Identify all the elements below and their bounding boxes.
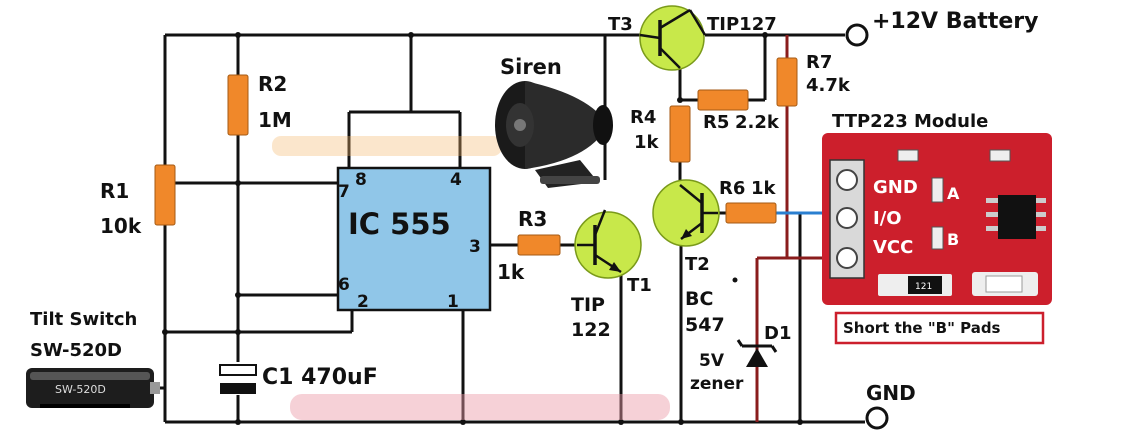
module-pin-vcc: VCC — [873, 237, 913, 258]
t3-part: TIP127 — [707, 14, 777, 35]
t2-part-line2: 547 — [685, 314, 725, 336]
r1-body — [154, 164, 176, 226]
tilt-switch-model: SW-520D — [30, 340, 122, 361]
t1-ref: T1 — [627, 275, 652, 296]
ttp223-module — [822, 133, 1052, 305]
d1-desc-line2: zener — [690, 374, 744, 394]
t2-ref: T2 — [685, 254, 710, 275]
gnd-terminal[interactable] — [865, 406, 889, 430]
ic-pin-3: 3 — [469, 237, 481, 257]
note-box — [834, 311, 1045, 345]
r5-value: 2.2k — [735, 112, 780, 133]
c1-capacitor — [219, 364, 257, 394]
d1-zener — [736, 339, 778, 367]
module-pin-io: I/O — [873, 208, 902, 229]
module-pad-b: B — [947, 230, 959, 249]
junctions — [162, 32, 803, 425]
gnd-label: GND — [866, 381, 916, 405]
r2-body — [227, 74, 249, 136]
r1-value: 10k — [100, 214, 142, 238]
resistors — [154, 57, 798, 256]
c1-label: C1 470uF — [262, 365, 378, 390]
wires — [153, 33, 865, 424]
ic-555-body — [336, 166, 492, 312]
r6-body — [725, 202, 777, 224]
r7-ref: R7 — [806, 52, 832, 73]
t3-transistor — [639, 5, 707, 71]
r2-value: 1M — [258, 108, 292, 132]
t2-part-line1: BC — [685, 288, 713, 310]
d1-desc-line1: 5V — [699, 351, 725, 371]
t1-transistor — [574, 209, 642, 279]
r5-ref: R5 — [703, 112, 729, 133]
r3-body — [517, 234, 561, 256]
r4-ref: R4 — [630, 107, 656, 128]
module-pin-gnd: GND — [873, 177, 918, 198]
ic-pin-6: 6 — [338, 275, 350, 295]
r6-value: 1k — [751, 178, 777, 199]
r7-body — [776, 57, 798, 107]
t2-transistor — [652, 179, 720, 247]
battery-label: +12V Battery — [872, 9, 1039, 34]
ic-555-name: IC 555 — [348, 207, 451, 241]
t3-ref: T3 — [608, 14, 633, 35]
siren-icon — [495, 81, 613, 188]
battery-terminal[interactable] — [845, 23, 869, 47]
r4-body — [669, 105, 691, 163]
ic-pin-1: 1 — [447, 292, 459, 312]
watermark-blur-bottom — [290, 394, 670, 420]
tilt-switch-title: Tilt Switch — [30, 309, 137, 330]
r6-ref: R6 — [719, 178, 745, 199]
siren-label: Siren — [500, 55, 562, 79]
ic-pin-7: 7 — [338, 182, 350, 202]
module-note: Short the "B" Pads — [843, 319, 1001, 337]
t1-part-line1: TIP — [571, 294, 605, 316]
ic-pin-8: 8 — [355, 170, 367, 190]
r3-value: 1k — [497, 260, 525, 284]
module-chip-code: 121 — [915, 282, 932, 292]
ic-pin-2: 2 — [357, 292, 369, 312]
module-pad-a: A — [947, 184, 960, 203]
ic-pin-4: 4 — [450, 170, 462, 190]
tilt-switch: SW-520D — [26, 368, 160, 408]
r4-value: 1k — [634, 132, 660, 153]
module-title: TTP223 Module — [832, 111, 988, 132]
watermark-blur-top — [272, 136, 502, 156]
t1-part-line2: 122 — [571, 319, 611, 341]
r7-value: 4.7k — [806, 75, 851, 96]
r2-ref: R2 — [258, 72, 287, 96]
r1-ref: R1 — [100, 179, 129, 203]
r5-body — [697, 89, 749, 111]
tilt-switch-print: SW-520D — [55, 383, 106, 396]
d1-ref: D1 — [764, 323, 791, 344]
r3-ref: R3 — [518, 207, 547, 231]
